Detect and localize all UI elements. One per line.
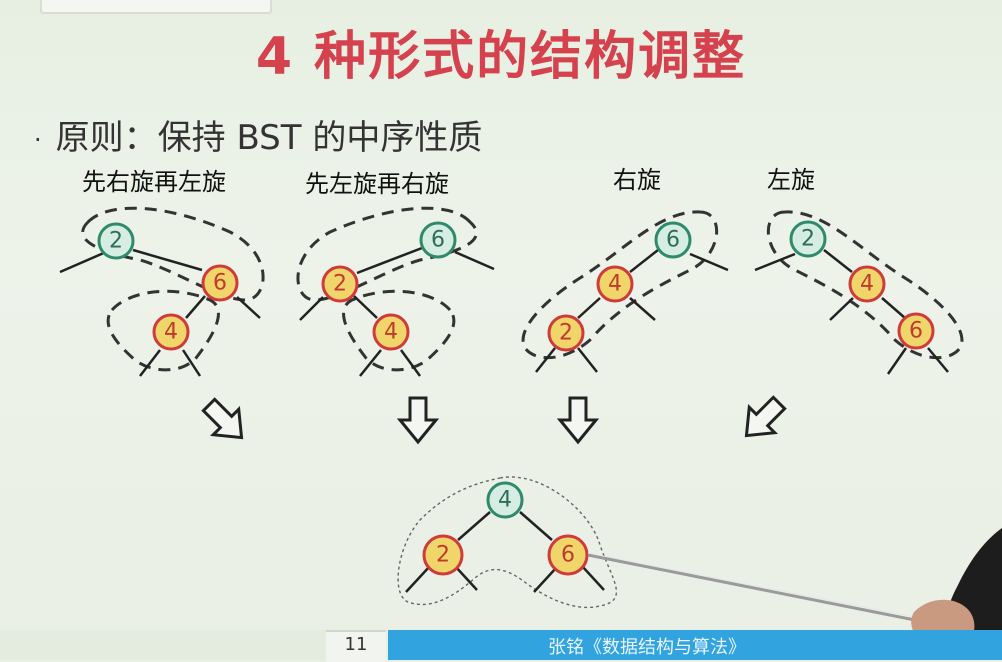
case-label-right-rotate: 右旋 — [613, 166, 661, 194]
case-lr-node-2 — [321, 265, 359, 303]
principle-bullet: · 原则：保持 BST 的中序性质 — [34, 110, 482, 159]
case-lr-node-6 — [419, 221, 457, 259]
case-lr-sub-outline — [342, 289, 456, 372]
case-left-node-6 — [897, 312, 935, 350]
case-label-left-rotate: 左旋 — [767, 166, 815, 194]
case-right-node-2 — [547, 314, 585, 352]
case-lr-tree: 6 2 4 — [296, 206, 495, 377]
principle-text: 原则：保持 BST 的中序性质 — [55, 118, 483, 158]
arrow-down-right-icon — [201, 397, 244, 440]
case-left-rotate-tree: 2 4 6 — [754, 210, 964, 375]
result-node-2 — [422, 534, 464, 576]
case-lr-node-4-label: 4 — [384, 320, 398, 345]
result-node-6-label: 6 — [561, 543, 575, 568]
arrow-down-left-icon — [744, 395, 787, 438]
case-lr-node-6-label: 6 — [431, 228, 445, 253]
footer-page-area: 11 — [0, 630, 386, 662]
result-node-6 — [547, 534, 589, 576]
case-right-node-4 — [596, 265, 634, 303]
case-right-node-6-label: 6 — [666, 228, 680, 253]
case-rl-node-2-label: 2 — [109, 229, 123, 254]
case-label-rl: 先右旋再左旋 — [82, 168, 226, 196]
case-rl-tree: 2 6 4 — [59, 206, 265, 377]
result-node-4 — [486, 481, 524, 519]
case-right-node-2-label: 2 — [559, 321, 573, 346]
case-left-node-6-label: 6 — [909, 319, 923, 344]
result-outline — [397, 476, 618, 609]
bullet-dot-icon: · — [34, 125, 42, 154]
case-lr-node-4 — [372, 313, 410, 351]
footer-course-bar: 张铭《数据结构与算法》 — [388, 630, 1002, 660]
case-rl-node-4 — [152, 313, 190, 351]
result-node-2-label: 2 — [436, 543, 450, 568]
case-rl-node-6 — [201, 264, 239, 302]
case-lr-node-2-label: 2 — [333, 272, 347, 297]
result-node-4-label: 4 — [498, 488, 512, 513]
case-rl-node-2 — [97, 222, 135, 260]
case-left-node-2 — [789, 220, 827, 258]
case-left-node-4 — [848, 265, 886, 303]
case-right-node-4-label: 4 — [608, 272, 622, 297]
case-rl-node-4-label: 4 — [164, 320, 178, 345]
case-left-node-4-label: 4 — [860, 272, 874, 297]
slide-title: 4 种形式的结构调整 — [255, 27, 747, 87]
case-right-node-6 — [654, 221, 692, 259]
case-right-rotate-tree: 6 4 2 — [521, 210, 729, 373]
top-frame — [40, 0, 272, 14]
case-label-lr: 先左旋再右旋 — [305, 170, 449, 198]
course-title: 张铭《数据结构与算法》 — [548, 637, 746, 658]
arrow-down-icon — [556, 396, 600, 445]
presenter-pointer — [587, 552, 936, 626]
case-rl-sub-outline — [106, 289, 220, 372]
result-tree: 4 2 6 — [397, 476, 618, 609]
arrow-down-icon — [396, 396, 440, 445]
case-left-node-2-label: 2 — [801, 227, 815, 252]
case-rl-node-6-label: 6 — [213, 271, 227, 296]
footer-page-strip — [326, 630, 386, 662]
page-number: 11 — [344, 634, 368, 655]
